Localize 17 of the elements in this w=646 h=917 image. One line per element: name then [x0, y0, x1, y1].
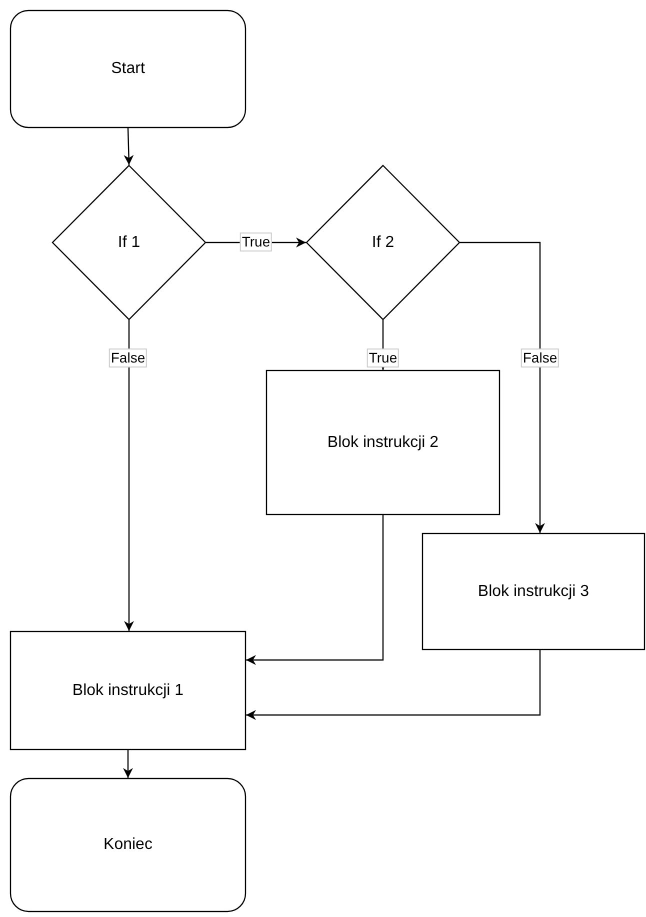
arrow — [124, 320, 134, 631]
arrow — [123, 750, 133, 778]
arrow — [460, 242, 545, 533]
edge-label: False — [520, 348, 560, 368]
edge-label: False — [108, 348, 148, 368]
node-label: Koniec — [104, 836, 152, 854]
node-label: Blok instrukcji 1 — [72, 682, 184, 700]
edge-label: True — [240, 232, 272, 252]
node-label: Blok instrukcji 2 — [327, 434, 439, 452]
node-label: Start — [111, 60, 145, 78]
arrow — [246, 515, 384, 665]
node-label: Blok instrukcji 3 — [478, 582, 590, 600]
edge-label: True — [366, 348, 400, 368]
node-label: If 1 — [118, 234, 140, 252]
arrow — [246, 650, 541, 720]
node-label: If 2 — [372, 234, 394, 252]
arrow — [124, 128, 134, 166]
